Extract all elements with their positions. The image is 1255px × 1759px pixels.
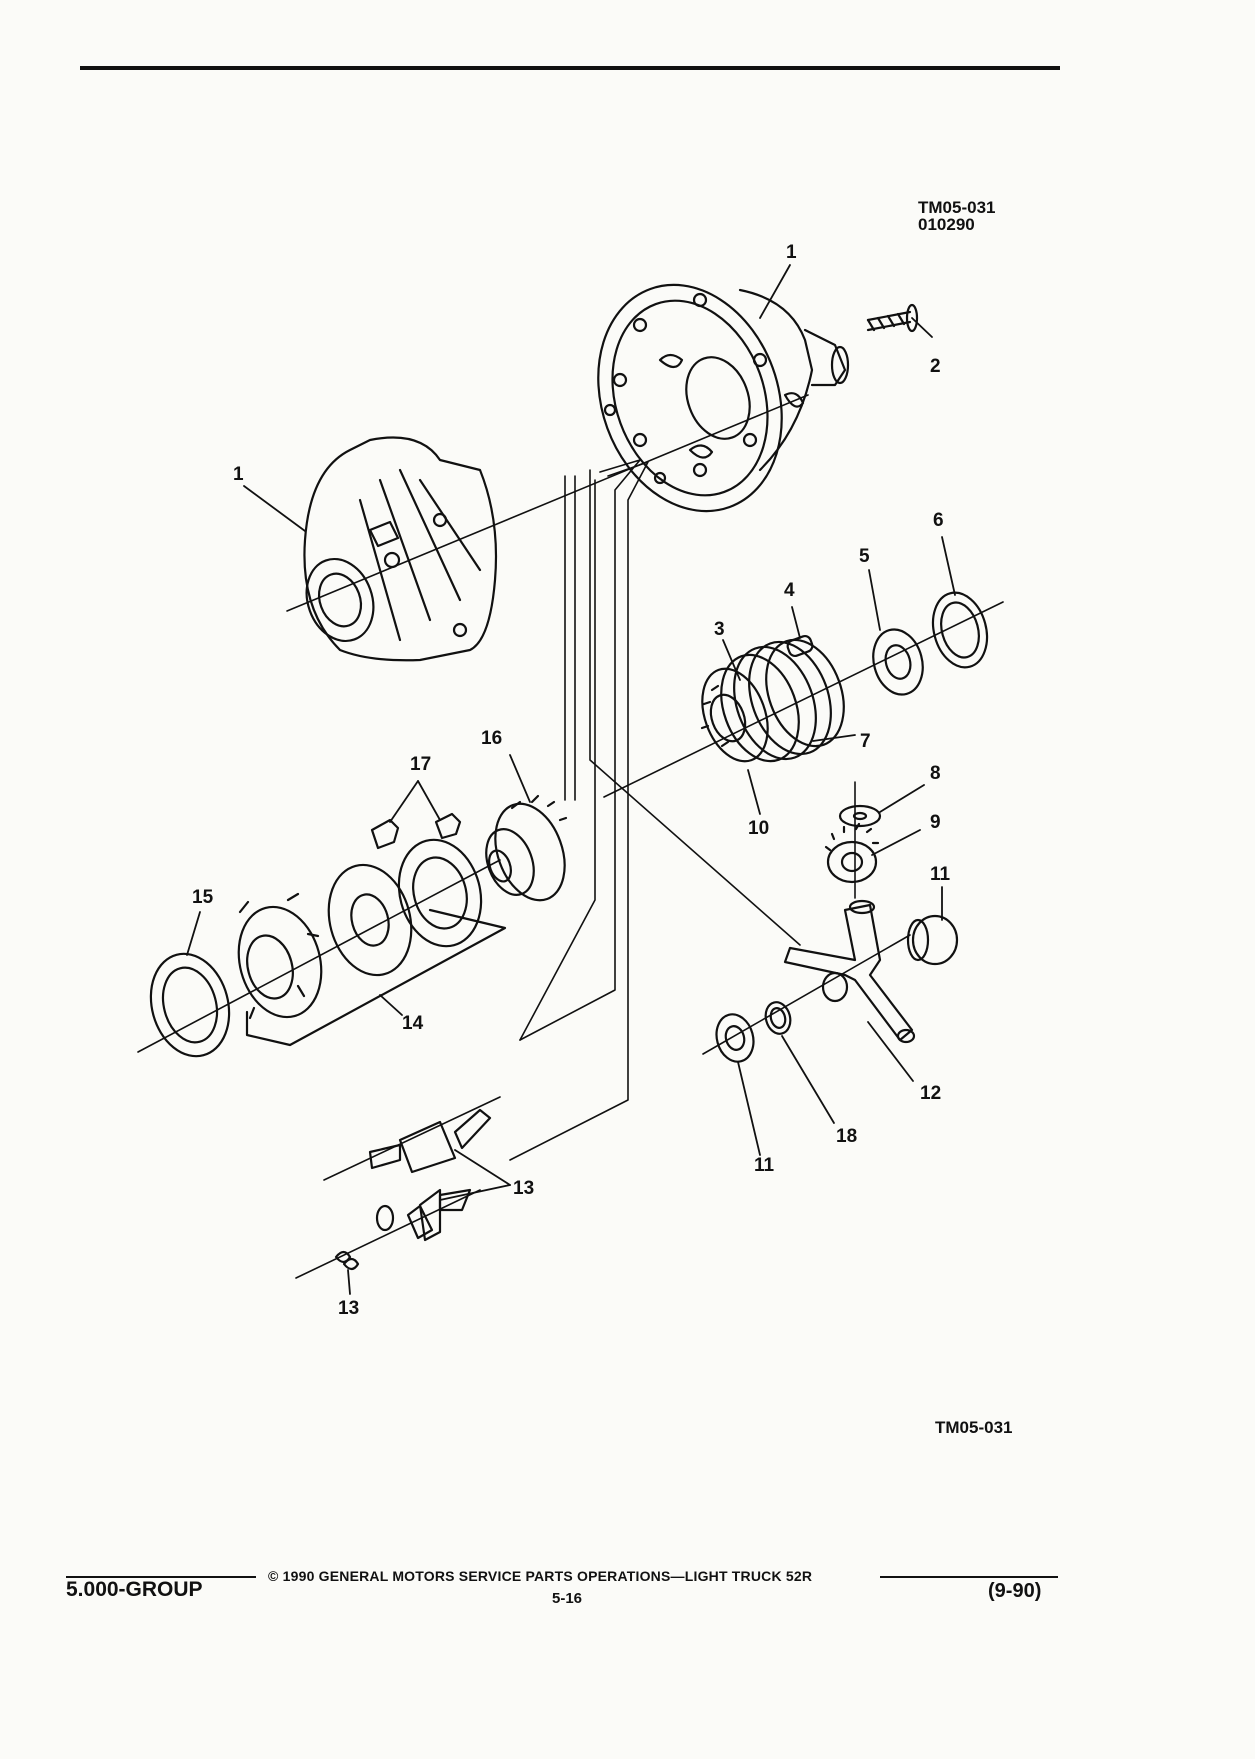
bushing-11-right bbox=[906, 914, 959, 966]
shim-15 bbox=[149, 952, 231, 1058]
footer-rule-left bbox=[66, 1576, 256, 1578]
callout-ring-18: 18 bbox=[836, 1126, 858, 1147]
callout-case-half-right: 1 bbox=[786, 242, 797, 263]
footer-copyright: © 1990 GENERAL MOTORS SERVICE PARTS OPER… bbox=[268, 1568, 813, 1584]
cross-shaft-12 bbox=[783, 899, 916, 1044]
ring-18 bbox=[764, 1001, 792, 1035]
shaft-assembly-13 bbox=[334, 1108, 492, 1271]
callout-bushing-11-right: 11 bbox=[930, 864, 951, 885]
footer-rule-right bbox=[880, 1576, 1058, 1578]
callout-side-gear-16: 16 bbox=[481, 728, 503, 749]
figure-code: TM05-031 bbox=[918, 198, 996, 217]
figure-date-code: 010290 bbox=[918, 215, 975, 234]
callout-bearing-5: 5 bbox=[859, 546, 870, 567]
callout-thrust-washer-11-left: 11 bbox=[754, 1155, 775, 1176]
side-gear-16 bbox=[485, 794, 568, 902]
callout-shim-6: 6 bbox=[933, 510, 944, 531]
case-half-left bbox=[303, 436, 498, 662]
pinion-gear-9 bbox=[824, 822, 880, 884]
case-half-right bbox=[597, 283, 850, 513]
bolt bbox=[866, 303, 919, 333]
callout-gear-10: 10 bbox=[748, 818, 770, 839]
footer-group: 5.000-GROUP bbox=[66, 1578, 203, 1601]
callout-pin-4: 4 bbox=[784, 580, 795, 601]
callout-spring-13: 13 bbox=[338, 1298, 360, 1319]
callout-cross-shaft-12: 12 bbox=[920, 1083, 942, 1104]
header-rule bbox=[80, 66, 1060, 70]
footer-revision: (9-90) bbox=[988, 1580, 1042, 1602]
bearing-5 bbox=[872, 628, 924, 696]
callout-shaft-assembly-13: 13 bbox=[513, 1178, 535, 1199]
clips-17 bbox=[370, 812, 462, 850]
clutch-plates-14 bbox=[237, 838, 483, 1020]
callout-shim-15: 15 bbox=[192, 887, 214, 908]
callout-pinion-gear-9: 9 bbox=[930, 812, 941, 833]
callout-bolt: 2 bbox=[930, 356, 941, 377]
callout-case-half-left: 1 bbox=[233, 464, 244, 485]
callout-clips-17: 17 bbox=[410, 754, 432, 775]
figure-code-bottom: TM05-031 bbox=[935, 1418, 1013, 1437]
callout-thrust-washer-8: 8 bbox=[930, 763, 941, 784]
side-gear-clutch-pack bbox=[700, 638, 845, 763]
thrust-washer-8 bbox=[838, 804, 882, 828]
callout-clutch-plates-14: 14 bbox=[402, 1013, 424, 1034]
callout-side-gear-3: 3 bbox=[714, 619, 725, 640]
footer-page-number: 5-16 bbox=[552, 1590, 583, 1607]
callout-clutch-pack-7: 7 bbox=[860, 731, 871, 752]
thrust-washer-11-left bbox=[715, 1013, 755, 1063]
pin bbox=[786, 634, 814, 658]
shim-6 bbox=[931, 591, 989, 669]
bracket-14 bbox=[245, 908, 507, 1047]
